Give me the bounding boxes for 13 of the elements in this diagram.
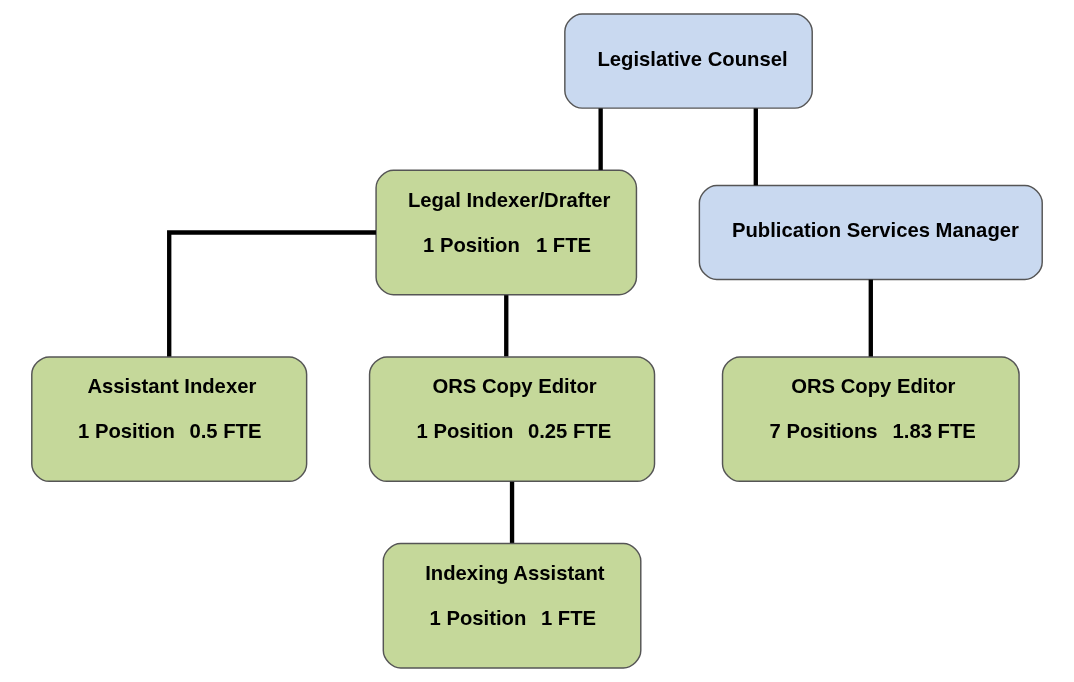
connector xyxy=(753,108,758,186)
connector xyxy=(868,279,873,357)
connector xyxy=(504,295,509,357)
node-box: Indexing Assistant 1 Position 1 FTE xyxy=(382,542,642,669)
node-box: Publication Services Manager xyxy=(698,184,1043,281)
connector xyxy=(509,481,515,543)
connector xyxy=(598,108,603,170)
node-box: Legal Indexer/Drafter 1 Position 1 FTE xyxy=(375,169,638,296)
node-box: Legislative Counsel xyxy=(564,13,813,109)
node-box: ORS Copy Editor 7 Positions 1.83 FTE xyxy=(721,356,1020,483)
node-box: ORS Copy Editor 1 Position 0.25 FTE xyxy=(368,356,656,483)
connector xyxy=(167,230,376,357)
node-box: Assistant Indexer 1 Position 0.5 FTE xyxy=(31,356,308,483)
